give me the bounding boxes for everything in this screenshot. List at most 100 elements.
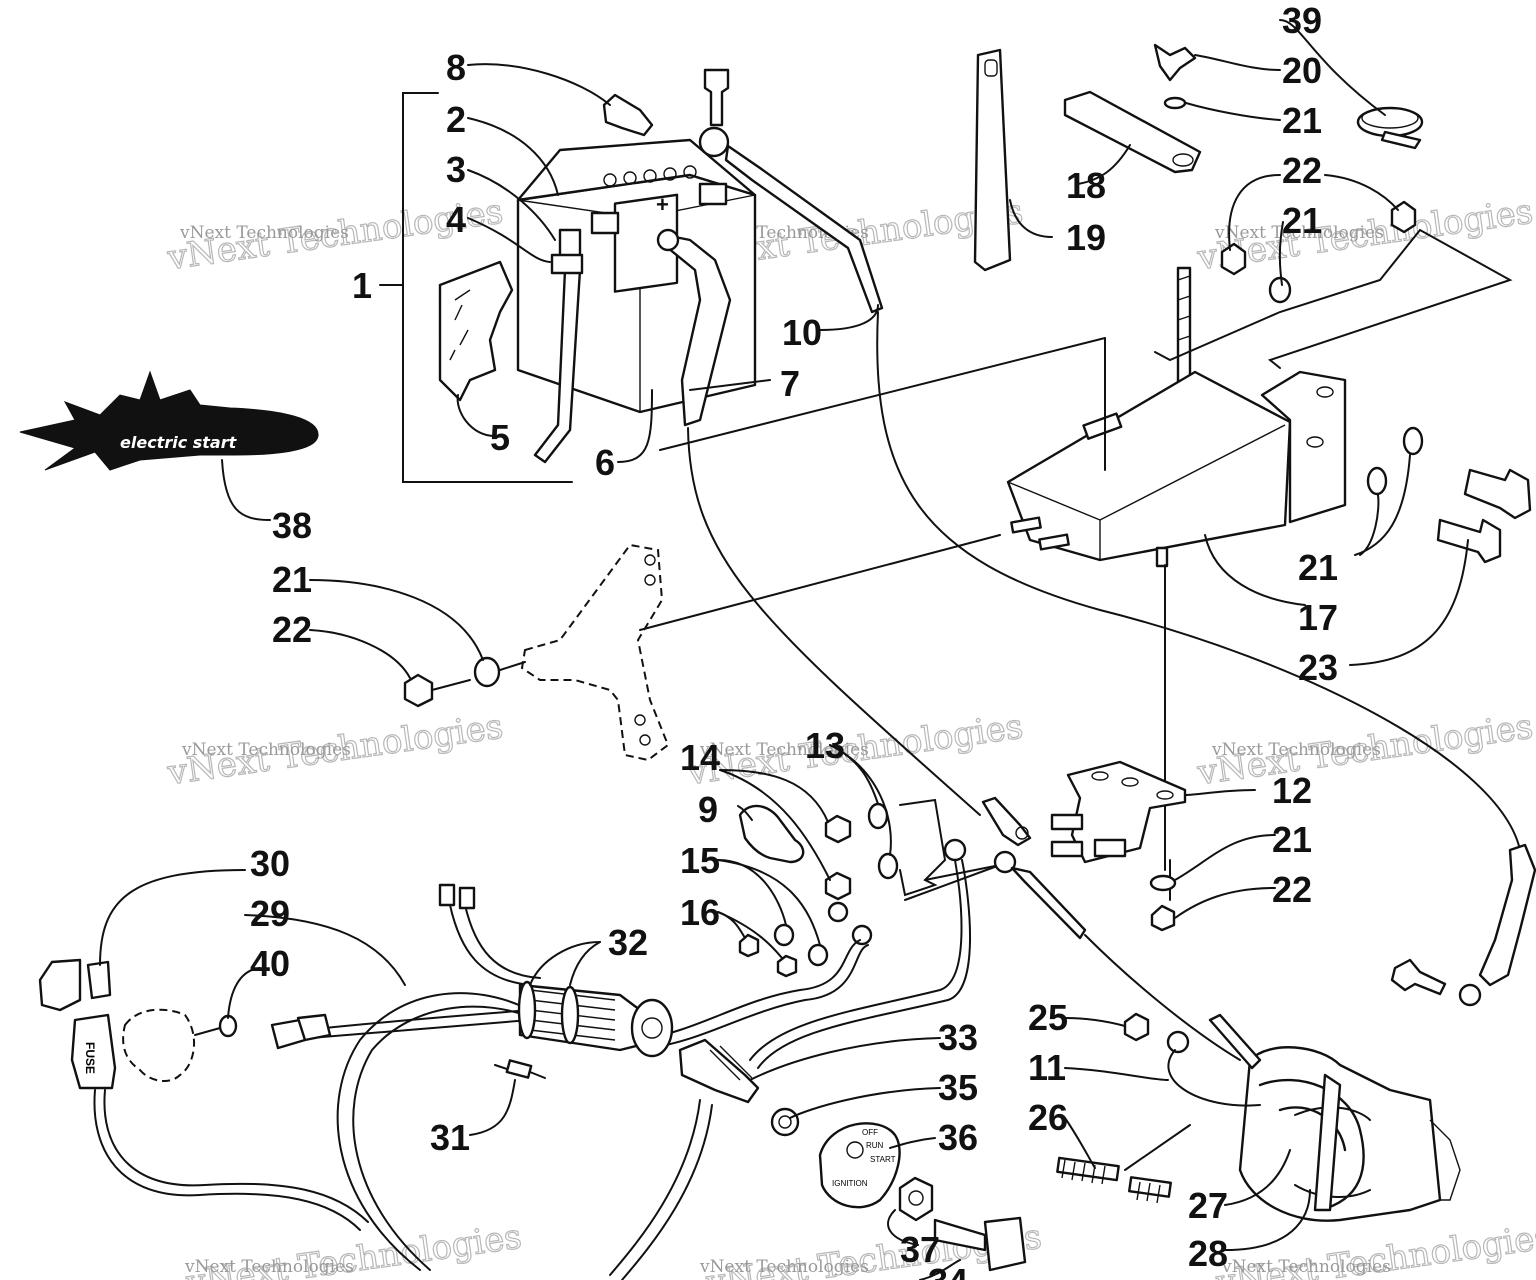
- callout-20: 20: [1282, 50, 1322, 91]
- callout-13: 13: [805, 725, 845, 766]
- mounting-pad: [122, 1008, 196, 1082]
- switch-plate: OFF RUN START IGNITION: [818, 1122, 901, 1209]
- diode: [494, 1059, 546, 1079]
- callout-8: 8: [446, 47, 466, 88]
- callout-21: 21: [1298, 547, 1338, 588]
- callout-35: 35: [938, 1067, 978, 1108]
- callout-22: 22: [1272, 869, 1312, 910]
- svg-text:+: +: [656, 192, 669, 217]
- wiring-harness: [93, 859, 972, 1280]
- switch-label-ignition: IGNITION: [832, 1179, 868, 1188]
- switch-nut: [898, 1176, 934, 1222]
- bolt: [1463, 468, 1532, 520]
- callout-38: 38: [272, 505, 312, 546]
- callout-18: 18: [1066, 165, 1106, 206]
- starter-motor: [1238, 1046, 1461, 1222]
- callout-29: 29: [250, 893, 290, 934]
- leader-lines: [1154, 228, 1513, 369]
- callout-19: 19: [1066, 217, 1106, 258]
- two-pin-connector: [438, 883, 476, 910]
- washer: [1366, 426, 1424, 496]
- callout-26: 26: [1028, 1097, 1068, 1138]
- ring-terminal: [1166, 1030, 1190, 1054]
- callout-2: 2: [446, 99, 466, 140]
- bolt: [1436, 518, 1502, 564]
- watermark-text-small: vNext Technologies: [181, 740, 351, 760]
- callout-16: 16: [680, 892, 720, 933]
- wing-nut: [1153, 43, 1197, 110]
- battery-tray: [1006, 370, 1347, 568]
- callout-34: 34: [928, 1261, 968, 1280]
- positive-cable: [656, 228, 732, 427]
- callout-33: 33: [938, 1017, 978, 1058]
- callout-22: 22: [1282, 150, 1322, 191]
- fuse: [86, 960, 112, 1000]
- callout-25: 25: [1028, 997, 1068, 1038]
- washer: [473, 656, 501, 688]
- watermark-text-small: vNext Technologies: [179, 223, 349, 243]
- battery-cover: [438, 260, 514, 402]
- hold-down-bracket: [973, 48, 1012, 272]
- callout-32: 32: [608, 922, 648, 963]
- electric-start-logo: electric start: [19, 370, 319, 471]
- callout-17: 17: [1298, 597, 1338, 638]
- callout-30: 30: [250, 843, 290, 884]
- washer: [1268, 276, 1292, 304]
- callout-7: 7: [780, 363, 800, 404]
- cable-tie: [1356, 106, 1424, 150]
- callout-14: 14: [680, 737, 720, 778]
- fuse-label: FUSE: [83, 1042, 97, 1074]
- watermark-text-small: vNext Technologies: [184, 1257, 354, 1277]
- callout-27: 27: [1188, 1185, 1228, 1226]
- vent-tube: [533, 228, 584, 464]
- washer: [1149, 874, 1177, 892]
- watermark-text-small: vNext Technologies: [1211, 740, 1381, 760]
- callout-23: 23: [1298, 647, 1338, 688]
- boot-cap: [738, 804, 805, 864]
- negative-cable: [698, 68, 884, 314]
- cable-end: [1208, 1013, 1262, 1070]
- watermark-text-small: vNext Technologies: [699, 740, 869, 760]
- terminal-cap: [602, 93, 654, 137]
- ignition-key: [933, 1216, 1027, 1272]
- callout-3: 3: [446, 149, 466, 190]
- callout-21: 21: [272, 559, 312, 600]
- nut: [1123, 1012, 1150, 1042]
- screw: [194, 1014, 238, 1038]
- switch-label-off: OFF: [862, 1128, 878, 1137]
- lock-washer: [770, 1107, 800, 1137]
- callout-21: 21: [1282, 200, 1322, 241]
- leader-lines: [244, 19, 1469, 1280]
- callout-21: 21: [1272, 819, 1312, 860]
- callout-10: 10: [782, 312, 822, 353]
- callout-1: 1: [352, 265, 372, 306]
- mounting-bracket-outline: [520, 543, 670, 762]
- ground-cable: [1390, 843, 1536, 1007]
- nut: [403, 673, 434, 708]
- callout-21: 21: [1282, 100, 1322, 141]
- callout-28: 28: [1188, 1233, 1228, 1274]
- watermark-text-small: vNext Technologies: [1214, 223, 1384, 243]
- switch-label-start: START: [870, 1155, 896, 1164]
- hold-down-strap: [1063, 90, 1202, 174]
- callout-39: 39: [1282, 0, 1322, 41]
- callout-36: 36: [938, 1117, 978, 1158]
- springs: [1056, 1156, 1172, 1204]
- nut: [1150, 904, 1176, 932]
- callout-15: 15: [680, 840, 720, 881]
- callout-22: 22: [272, 609, 312, 650]
- battery-assembly-bracket: [379, 92, 573, 483]
- callout-12: 12: [1272, 770, 1312, 811]
- watermark-text-small: vNext Technologies: [1221, 1257, 1391, 1277]
- callout-11: 11: [1028, 1047, 1066, 1088]
- ring-terminals: [827, 838, 1017, 946]
- harness-connector: [270, 1013, 332, 1050]
- callout-40: 40: [250, 943, 290, 984]
- fuse-holder: FUSE: [38, 958, 117, 1090]
- callout-6: 6: [595, 442, 615, 483]
- callout-9: 9: [698, 789, 718, 830]
- hex-nuts: [738, 814, 852, 978]
- callout-labels: 1 2 3 4 5 6 7 8 9 10 11 12 13 14 15 16 1…: [250, 0, 1338, 1280]
- terminal-connector: [981, 796, 1032, 847]
